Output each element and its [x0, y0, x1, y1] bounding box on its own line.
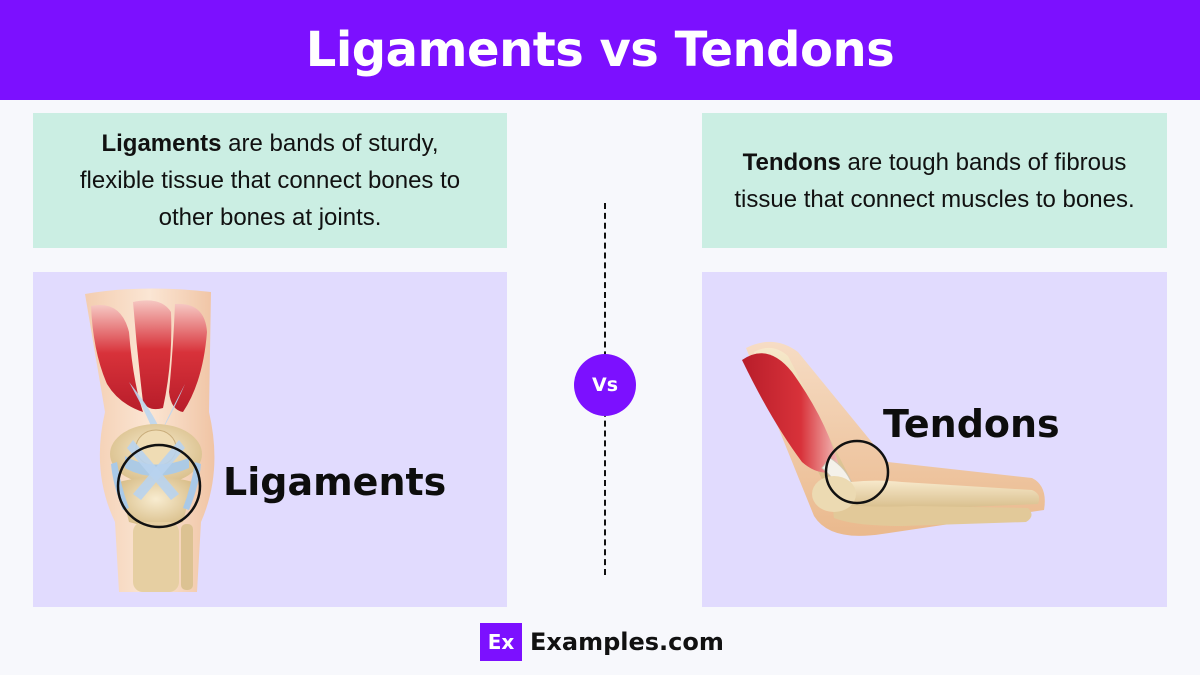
tendons-label: Tendons	[883, 402, 1060, 446]
tendons-illustration-panel: Tendons	[702, 272, 1167, 607]
tendons-definition-text: are tough bands of fibrous tissue that c…	[734, 148, 1135, 213]
tendons-definition: Tendons are tough bands of fibrous tissu…	[732, 144, 1137, 218]
logo-text: Examples.com	[530, 628, 724, 656]
tendons-term: Tendons	[742, 148, 841, 176]
elbow-joint-icon	[742, 341, 1045, 536]
ligaments-definition-box: Ligaments are bands of sturdy, flexible …	[33, 113, 507, 248]
ligaments-definition-text: are bands of sturdy, flexible tissue tha…	[79, 130, 461, 231]
ligaments-label: Ligaments	[223, 460, 447, 504]
ligaments-term: Ligaments	[101, 130, 222, 157]
footer-logo: Ex Examples.com	[480, 622, 724, 662]
ligaments-definition: Ligaments are bands of sturdy, flexible …	[63, 125, 477, 236]
knee-joint-icon	[85, 288, 215, 592]
ligaments-illustration-panel: Ligaments	[33, 272, 507, 607]
page-header: Ligaments vs Tendons	[0, 0, 1200, 100]
tendons-definition-box: Tendons are tough bands of fibrous tissu…	[702, 113, 1167, 248]
page-title: Ligaments vs Tendons	[305, 22, 895, 78]
vs-badge: Vs	[574, 354, 636, 416]
logo-mark: Ex	[480, 623, 522, 661]
